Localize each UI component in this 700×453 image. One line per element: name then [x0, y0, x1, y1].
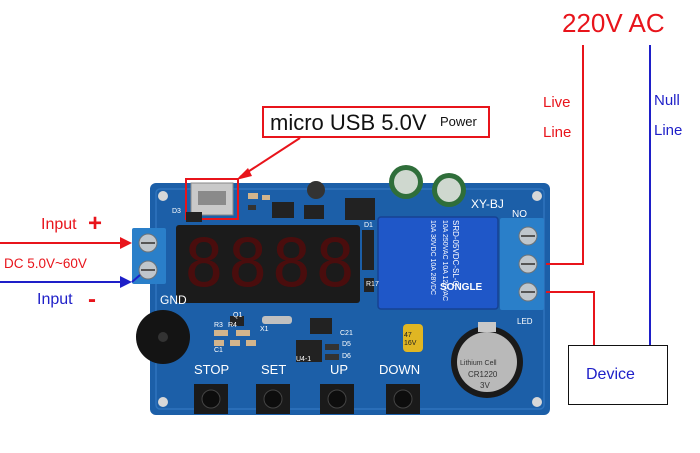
relay-rating-dc: 10A 30VDC 10A 28VDC [429, 220, 436, 296]
dc-voltage-range: DC 5.0V~60V [4, 256, 87, 271]
relay-model: SRD-05VDC-SL-C [451, 220, 460, 287]
part-r4: R4 [228, 322, 237, 329]
no-label: NO [512, 209, 527, 220]
plus-symbol: + [88, 210, 103, 237]
seven-segment-display [176, 225, 360, 303]
device-wire-red [546, 291, 595, 345]
null-label-line1: Null [654, 92, 680, 109]
part-x1: X1 [260, 326, 269, 333]
up-label: UP [330, 362, 349, 377]
usb-pointer-line [239, 137, 301, 178]
part-d5: D5 [342, 341, 351, 348]
board-model: XY-BJ [471, 197, 504, 211]
device-label: Device [586, 366, 635, 383]
battery-model: CR1220 [468, 370, 498, 379]
part-u4: U4-1 [296, 356, 312, 363]
part-q1: Q1 [233, 312, 243, 319]
battery-type: Lithium Cell [460, 360, 497, 367]
minus-symbol: - [88, 286, 96, 313]
led-label: LED [517, 317, 533, 326]
up-button[interactable] [320, 384, 354, 414]
usb-label: micro USB 5.0V [270, 110, 427, 135]
usb-callout-box [262, 106, 490, 138]
relay-brand: SONGLE [440, 282, 483, 293]
part-r17: R17 [366, 281, 379, 288]
stop-label: STOP [194, 362, 230, 377]
part-d6: D6 [342, 353, 351, 360]
live-line-wire [546, 45, 584, 265]
usb-highlight-box [185, 178, 239, 220]
live-label-line1: Live [543, 94, 571, 111]
set-button[interactable] [256, 384, 290, 414]
title-220v-ac: 220V AC [562, 8, 665, 38]
part-d3: D3 [172, 208, 181, 215]
relay [377, 216, 499, 310]
set-label: SET [261, 362, 287, 377]
part-c21: C21 [340, 330, 353, 337]
down-button[interactable] [386, 384, 420, 414]
tantalum-capacitor [403, 324, 423, 352]
live-label-line2: Line [543, 124, 572, 141]
down-label: DOWN [379, 362, 421, 377]
usb-power-label: Power [440, 114, 477, 129]
part-r3: R3 [214, 322, 223, 329]
device-box [568, 345, 668, 405]
display-digits: 8888 [184, 225, 359, 302]
gnd-label: GND [160, 293, 187, 307]
input-minus-label: Input [37, 291, 73, 308]
part-c1: C1 [214, 347, 223, 354]
null-label-line2: Line [654, 122, 683, 139]
capacitor-label: 47 16V [404, 332, 417, 347]
part-d1: D1 [364, 222, 373, 229]
stop-button[interactable] [194, 384, 228, 414]
battery-voltage: 3V [480, 381, 490, 390]
input-plus-label: Input [41, 216, 77, 233]
